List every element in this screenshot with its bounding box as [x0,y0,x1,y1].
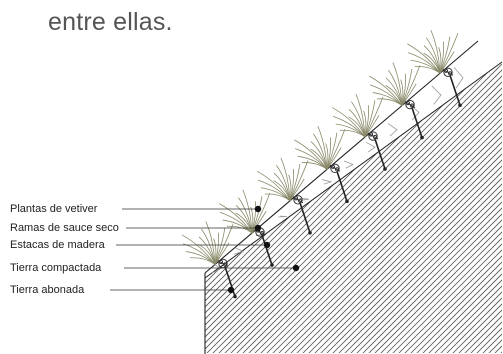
willow-branch-knot [292,195,304,205]
grass-tuft [407,30,459,74]
grass-tuft [369,62,421,106]
dot-vetiver [254,205,262,213]
vetiver-plants [182,30,462,299]
soil-zigzag-mark [343,160,354,169]
stake-tip [233,294,237,299]
terrace-edge-line [204,40,479,274]
vetiver-plant [257,157,312,235]
stake-tip [270,263,274,267]
willow-branch-knot [217,258,229,269]
leader-lines [110,208,296,291]
willow-branch-knot [442,67,454,77]
soil-zigzag-mark [321,179,333,185]
label-vetiver: Plantas de vetiver [10,203,98,215]
soil-zigzag-mark [365,141,376,153]
soil-zigzag-mark [299,197,310,201]
vetiver-plant [219,189,274,267]
grass-tuft [219,189,271,234]
grass-tuft [257,157,309,202]
soil-zigzag-mark [277,215,288,218]
dot-compactada [292,264,300,272]
grass-tuft [332,93,384,138]
stake-tip [308,230,312,235]
stake-tip [420,135,424,140]
willow-branch-knot [404,99,416,110]
wooden-stake [411,107,423,138]
wooden-stake [374,138,386,170]
willow-branch-knot [367,131,379,141]
soil-zigzag-mark [431,85,442,105]
leader-dots [227,205,300,294]
caption-text: entre ellas. [48,8,173,36]
willow-branch-knot [329,163,341,174]
slope-top-line [204,61,503,279]
dot-estacas [263,241,271,249]
dot-sauce [254,224,262,232]
label-estacas: Estacas de madera [10,239,105,251]
vetiver-plant [407,30,462,108]
wooden-stake [336,171,348,202]
wooden-stake [299,202,311,234]
stake-tip [345,199,349,204]
soil-zigzag-mark [453,67,464,89]
vetiver-plant [294,126,349,204]
dot-abonada [227,286,235,294]
stake-tip [383,167,387,171]
label-compactada: Tierra compactada [10,262,102,274]
vetiver-plant [332,93,387,171]
label-sauce: Ramas de sauce seco [10,222,119,234]
soil-zigzag-mark [211,263,222,274]
wooden-stake [261,234,273,266]
soil-zigzag-mark [387,123,398,137]
wooden-stake [449,75,461,106]
grass-tuft [294,126,346,170]
label-abonada: Tierra abonada [10,284,85,296]
vetiver-plant [182,221,237,299]
stake-tip [458,103,462,108]
soil-zigzag-mark [233,247,245,255]
vetiver-plant [369,62,424,140]
